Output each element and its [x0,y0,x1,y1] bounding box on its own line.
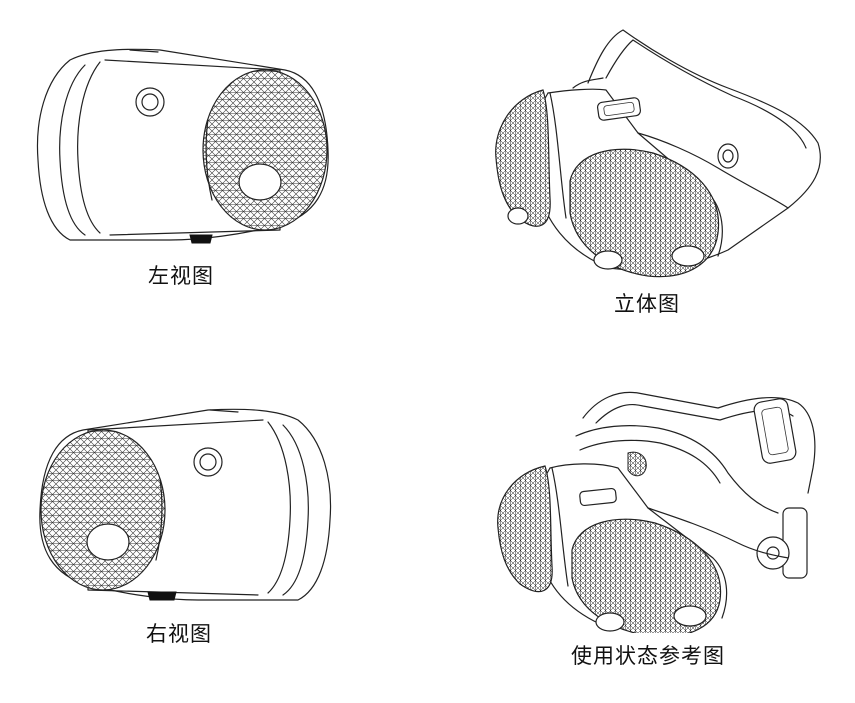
right-view-drawing [28,400,338,615]
iso-view-drawing [488,18,828,283]
left-view-caption: 左视图 [148,264,214,288]
left-view-drawing [30,40,340,255]
iso-view-caption: 立体图 [614,292,680,316]
use-view-caption: 使用状态参考图 [571,644,725,668]
right-view-caption: 右视图 [146,622,212,646]
use-view-drawing [488,378,828,633]
